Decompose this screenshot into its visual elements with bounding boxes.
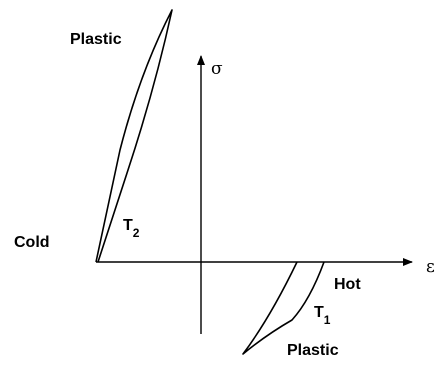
hot-label: Hot: [334, 276, 361, 293]
t1-label: T1: [314, 304, 331, 327]
plastic-label-top: Plastic: [70, 31, 122, 48]
cold-side-loop-curve: [95, 9, 173, 263]
t1-label-base: T: [314, 304, 324, 321]
epsilon-symbol: ε: [426, 257, 435, 277]
t2-label: T2: [123, 217, 140, 240]
plastic-label-bottom: Plastic: [287, 342, 339, 359]
t2-label-base: T: [123, 217, 133, 234]
cold-label: Cold: [14, 234, 50, 251]
t1-label-subscript: 1: [324, 313, 331, 327]
hot-side-loop-curve: [242, 261, 325, 355]
sigma-symbol: σ: [211, 59, 223, 79]
t2-label-subscript: 2: [133, 226, 140, 240]
